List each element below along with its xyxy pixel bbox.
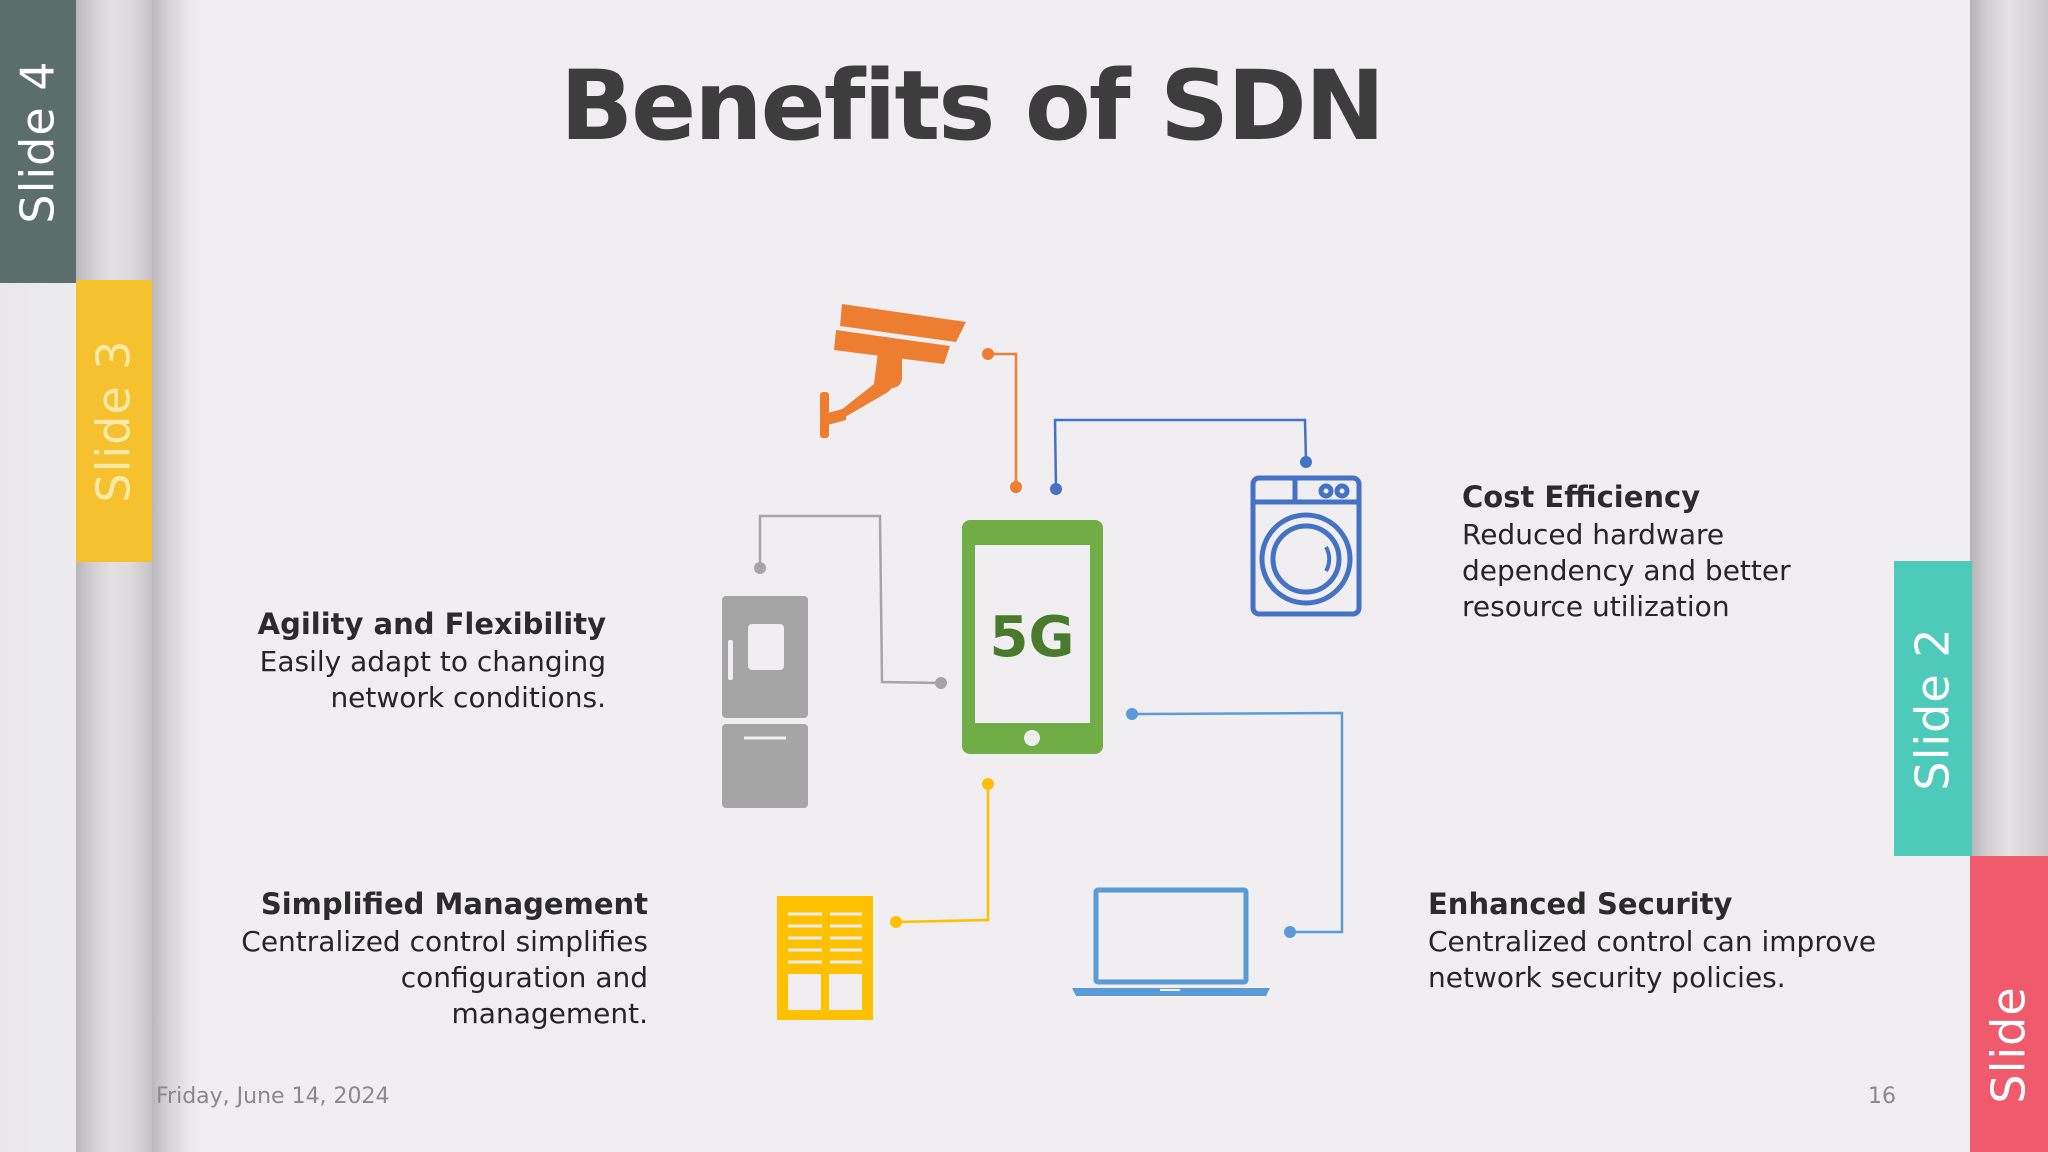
benefit-cost: Cost Efficiency Reduced hardware depende…: [1462, 477, 1902, 625]
tab-slide-2[interactable]: Slide 2: [1894, 561, 1972, 856]
connector-camera-dot-b: [1010, 481, 1022, 493]
connector-fridge-dot-a: [754, 562, 766, 574]
phone-5g-label: 5G: [990, 605, 1075, 670]
benefit-security-description: Centralized control can improve network …: [1428, 925, 1877, 994]
document-icon: [777, 896, 873, 1020]
left-strip-shadow: [152, 0, 200, 1152]
laptop-icon: [1072, 887, 1270, 996]
refrigerator-icon: [722, 596, 808, 808]
security-camera-icon: [820, 304, 966, 438]
washing-machine-icon: [1250, 475, 1362, 617]
connector-fridge-phone: [758, 514, 942, 685]
connector-washer-phone: [1053, 418, 1308, 490]
benefit-management-heading: Simplified Management: [260, 887, 648, 921]
connector-fridge-dot-b: [935, 677, 947, 689]
benefit-agility-description: Easily adapt to changing network conditi…: [259, 645, 606, 714]
connector-document-phone: [895, 784, 990, 924]
benefit-cost-description: Reduced hardware dependency and better r…: [1462, 518, 1791, 623]
footer-date: Friday, June 14, 2024: [156, 1084, 390, 1109]
tab-slide-1[interactable]: Slide: [1970, 856, 2048, 1152]
connector-laptop-dot-b: [1284, 926, 1296, 938]
benefit-agility-heading: Agility and Flexibility: [257, 607, 606, 641]
benefit-security: Enhanced Security Centralized control ca…: [1428, 884, 1888, 996]
connector-lines: [754, 348, 1344, 938]
connector-document-dot-a: [982, 778, 994, 790]
page-number: 16: [1868, 1084, 1896, 1109]
connector-document-dot-b: [890, 916, 902, 928]
connector-camera-phone: [988, 352, 1018, 487]
tab-slide-3[interactable]: Slide 3: [76, 280, 152, 562]
benefit-agility: Agility and Flexibility Easily adapt to …: [150, 604, 606, 716]
smartphone-5g-icon: 5G: [962, 520, 1103, 754]
benefit-cost-heading: Cost Efficiency: [1462, 480, 1701, 514]
benefit-management-description: Centralized control simplifies configura…: [241, 925, 648, 1030]
connector-washer-dot-a: [1050, 483, 1062, 495]
left-tab-strip-inner: [76, 0, 152, 1152]
connector-laptop-phone: [1131, 711, 1344, 934]
benefit-security-heading: Enhanced Security: [1428, 887, 1733, 921]
connector-laptop-dot-a: [1126, 708, 1138, 720]
benefit-management: Simplified Management Centralized contro…: [200, 884, 648, 1032]
connector-washer-dot-b: [1300, 456, 1312, 468]
tab-slide-4[interactable]: Slide 4: [0, 0, 76, 283]
slide-title: Benefits of SDN: [560, 50, 1385, 162]
connector-camera-dot-a: [982, 348, 994, 360]
